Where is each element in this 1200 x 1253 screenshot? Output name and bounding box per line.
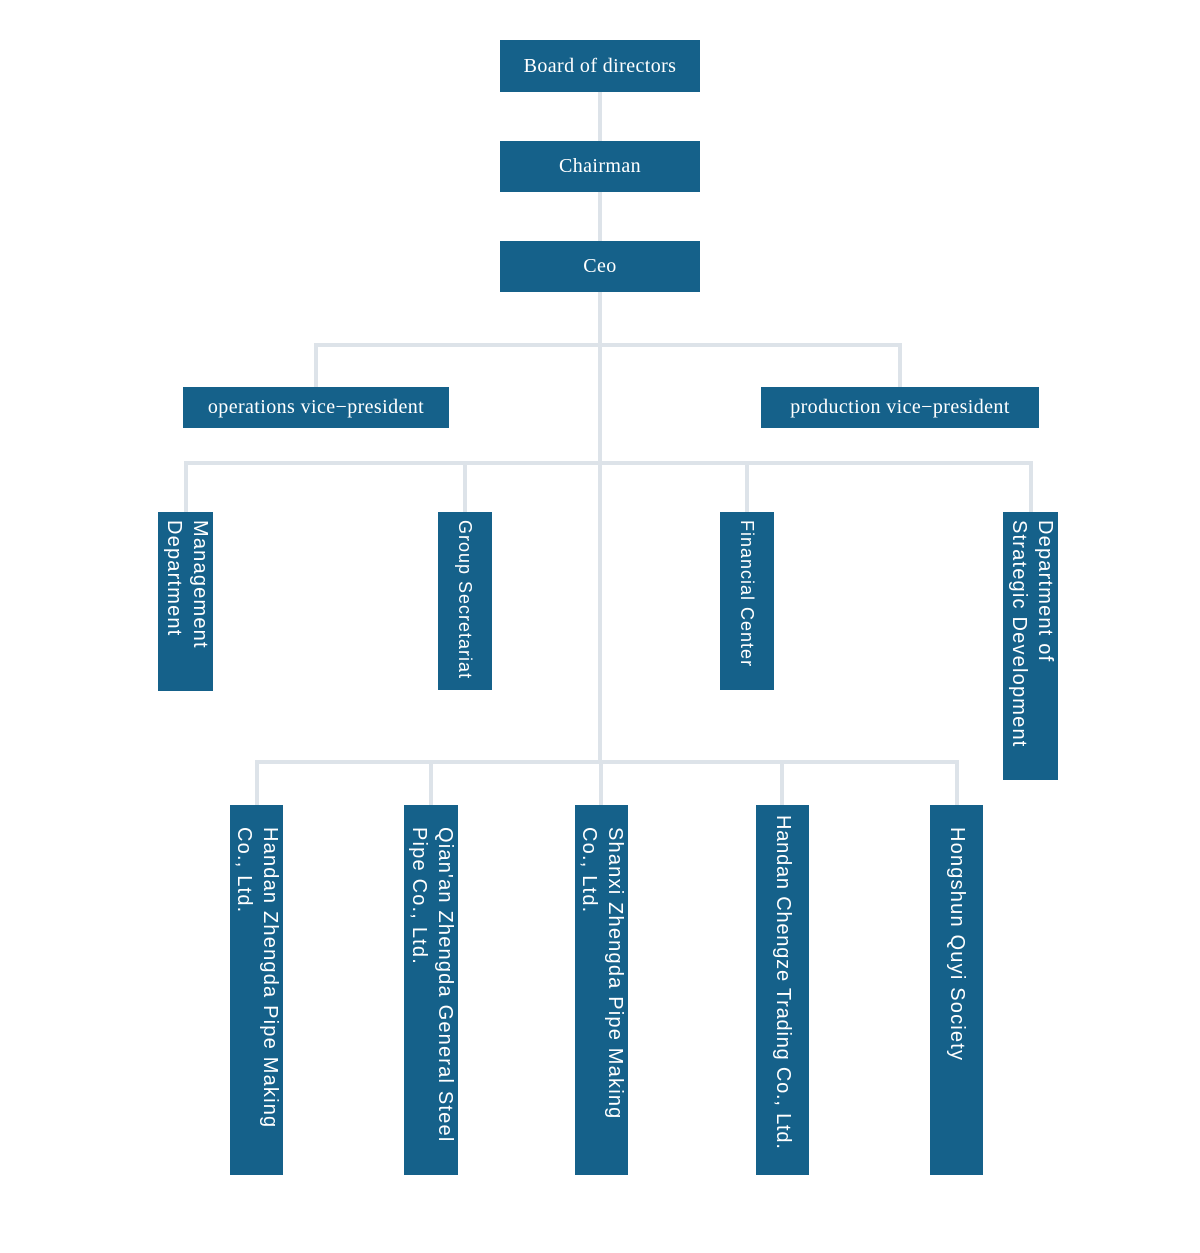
node-financial-center: Financial Center — [720, 512, 774, 690]
node-qianan-zhengda-steel: Qian'an Zhengda General Steel Pipe Co., … — [404, 805, 458, 1175]
node-group-secretariat: Group Secretariat — [438, 512, 492, 690]
connector-chairman-ceo — [598, 192, 602, 241]
node-strategic-development-department: Department of Strategic Development — [1003, 512, 1058, 780]
connector-drop-group-secretariat — [463, 463, 467, 512]
connector-board-chairman — [598, 92, 602, 141]
connector-drop-operations-vp — [314, 345, 318, 387]
node-operations-vice-president: operations vice−president — [183, 387, 449, 428]
node-handan-zhengda-pipe: Handan Zhengda Pipe Making Co., Ltd. — [230, 805, 283, 1175]
connector-drop-handan-zhengda — [255, 762, 259, 805]
connector-drop-financial-center — [745, 463, 749, 512]
node-hongshun-quyi-society: Hongshun Quyi Society — [930, 805, 983, 1175]
connector-branch-departments — [184, 461, 1033, 465]
node-ceo: Ceo — [500, 241, 700, 292]
connector-branch-vps — [314, 343, 902, 347]
connector-drop-management-dept — [184, 463, 188, 512]
node-management-department: Management Department — [158, 512, 213, 691]
connector-ceo-trunk — [598, 292, 602, 764]
node-shanxi-zhengda-pipe: Shanxi Zhengda Pipe Making Co., Ltd. — [575, 805, 628, 1175]
node-handan-chengze-trading: Handan Chengze Trading Co., Ltd. — [756, 805, 809, 1175]
connector-drop-hongshun-quyi — [955, 762, 959, 805]
connector-drop-handan-chengze — [780, 762, 784, 805]
connector-drop-qianan-zhengda — [429, 762, 433, 805]
node-production-vice-president: production vice−president — [761, 387, 1039, 428]
connector-drop-shanxi-zhengda — [599, 762, 603, 805]
connector-drop-strategic-dev — [1029, 463, 1033, 512]
connector-branch-subsidiaries — [255, 760, 959, 764]
node-board-of-directors: Board of directors — [500, 40, 700, 92]
connector-drop-production-vp — [898, 345, 902, 387]
node-chairman: Chairman — [500, 141, 700, 192]
